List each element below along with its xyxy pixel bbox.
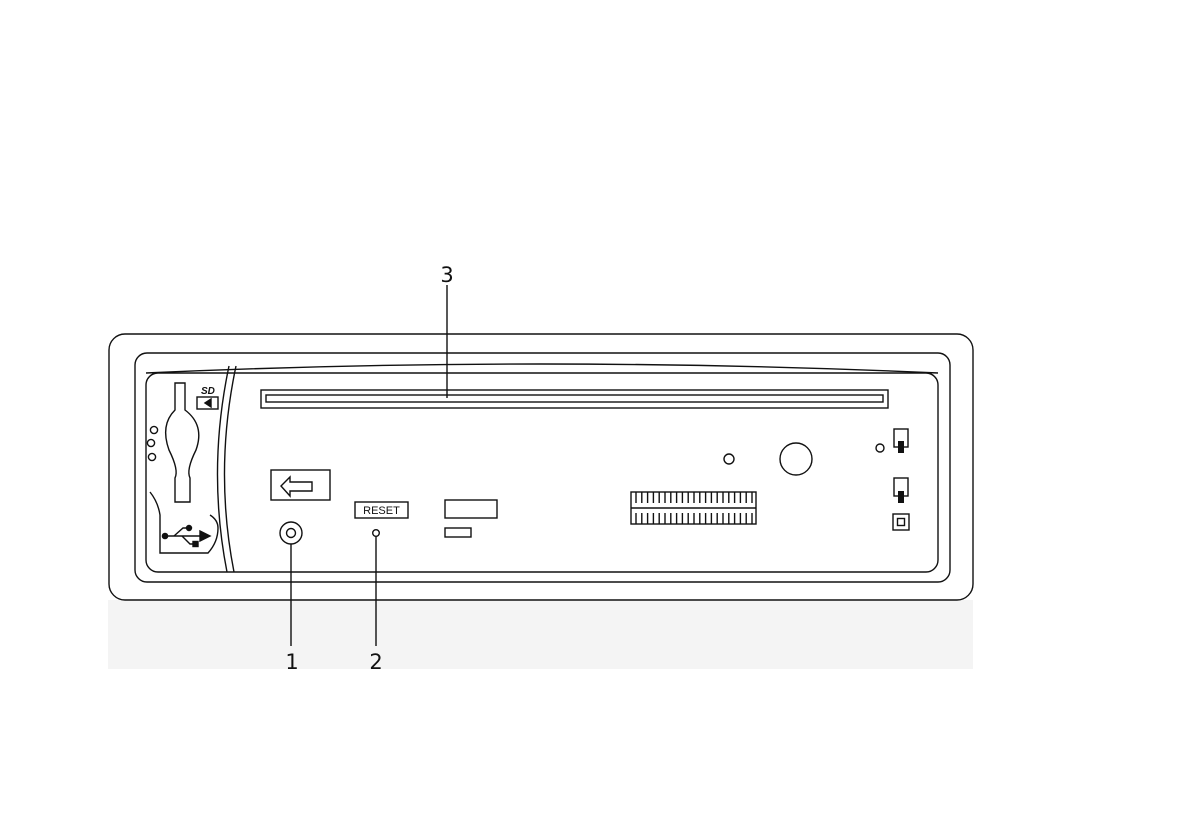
callout-number-2: 2 <box>369 650 382 674</box>
bottom-strip <box>108 600 973 669</box>
connector-pins-top <box>636 492 752 503</box>
callout-number-3: 3 <box>440 263 453 287</box>
outer-housing <box>109 334 973 600</box>
callout-number-1: 1 <box>285 650 298 674</box>
reset-label: RESET <box>363 505 400 517</box>
sd-label: SD <box>201 386 215 397</box>
connector-pins-bottom <box>636 513 752 524</box>
